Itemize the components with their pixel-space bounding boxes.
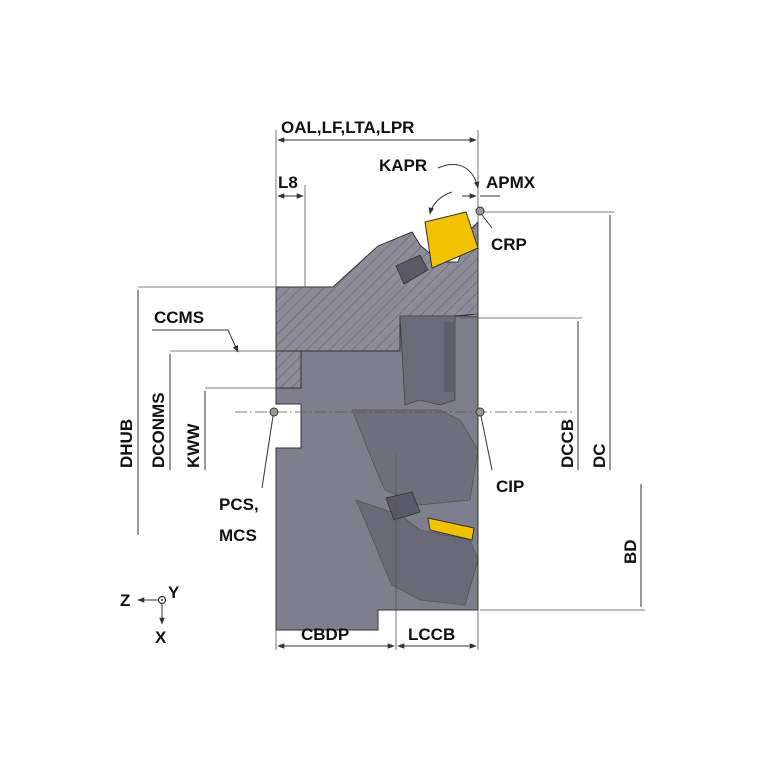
lower-flute	[355, 499, 479, 606]
label-apmx: APMX	[486, 173, 536, 192]
slot-face	[444, 322, 454, 392]
cip-point	[475, 407, 485, 417]
label-crp: CRP	[491, 235, 527, 254]
pcs-point	[269, 407, 279, 417]
reference-points	[261, 206, 493, 489]
label-bd: BD	[621, 539, 640, 564]
label-l8: L8	[278, 173, 298, 192]
top-dimensions	[275, 130, 500, 287]
inserts	[424, 211, 479, 541]
crp-point	[475, 206, 485, 216]
label-dccb: DCCB	[558, 419, 577, 468]
label-pcs: PCS,	[219, 495, 259, 514]
label-mcs: MCS	[219, 526, 257, 545]
label-lccb: LCCB	[408, 625, 455, 644]
left-dimensions	[137, 286, 276, 535]
clamp-screw	[395, 254, 429, 285]
insert-bottom	[427, 517, 475, 541]
label-dhub: DHUB	[117, 419, 136, 468]
label-dc: DC	[590, 443, 609, 468]
axis-icon	[137, 595, 167, 625]
right-dimensions	[460, 211, 645, 611]
label-axis-y: Y	[168, 583, 180, 602]
bottom-dimensions	[275, 455, 479, 650]
label-axis-z: Z	[120, 591, 130, 610]
insert-top	[424, 211, 479, 269]
label-ccms: CCMS	[154, 308, 204, 327]
cutter-body	[275, 220, 479, 631]
clamp-screw-lower	[385, 491, 421, 521]
labels: OAL,LF,LTA,LPR L8 KAPR APMX CRP CCMS DHU…	[117, 118, 640, 647]
label-cbdp: CBDP	[301, 625, 349, 644]
pocket-upper	[399, 315, 456, 406]
label-axis-x: X	[155, 628, 167, 647]
label-oal: OAL,LF,LTA,LPR	[281, 118, 414, 137]
label-cip: CIP	[496, 477, 524, 496]
label-kww: KWW	[184, 423, 203, 468]
label-dconms: DCONMS	[149, 392, 168, 468]
label-kapr: KAPR	[379, 156, 427, 175]
